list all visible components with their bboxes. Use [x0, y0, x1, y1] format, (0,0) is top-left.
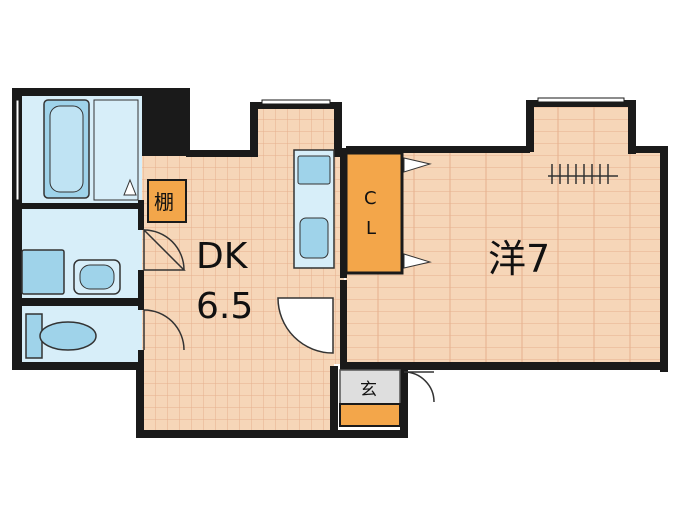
bathroom-fixtures — [21, 99, 139, 359]
stove — [297, 155, 331, 185]
western-room-label: 洋7 — [488, 237, 550, 281]
closet-door-bottom — [403, 253, 432, 269]
entrance-label: 玄 — [360, 380, 377, 400]
walls — [12, 88, 668, 438]
entrance-step — [339, 403, 401, 427]
western-room-floor — [346, 107, 662, 365]
washroom-door — [143, 229, 185, 271]
closet-door-top — [403, 157, 432, 173]
shelf-box — [147, 179, 187, 223]
dk-label: DK — [196, 236, 249, 277]
shelf-label: 棚 — [154, 190, 174, 214]
dk-door — [277, 297, 334, 354]
sink-icon — [299, 217, 329, 259]
closet-label-c: C — [364, 188, 377, 209]
closet-label-l: L — [366, 218, 376, 239]
toilet-door — [143, 309, 185, 351]
dk-size-label: 6.5 — [196, 286, 253, 327]
doors — [143, 228, 435, 403]
entrance-door — [403, 371, 435, 403]
windows — [15, 97, 625, 201]
closet — [344, 151, 432, 275]
kitchen-counter — [293, 149, 335, 269]
air-conditioner-icon — [548, 164, 618, 184]
washbasin — [21, 249, 65, 295]
